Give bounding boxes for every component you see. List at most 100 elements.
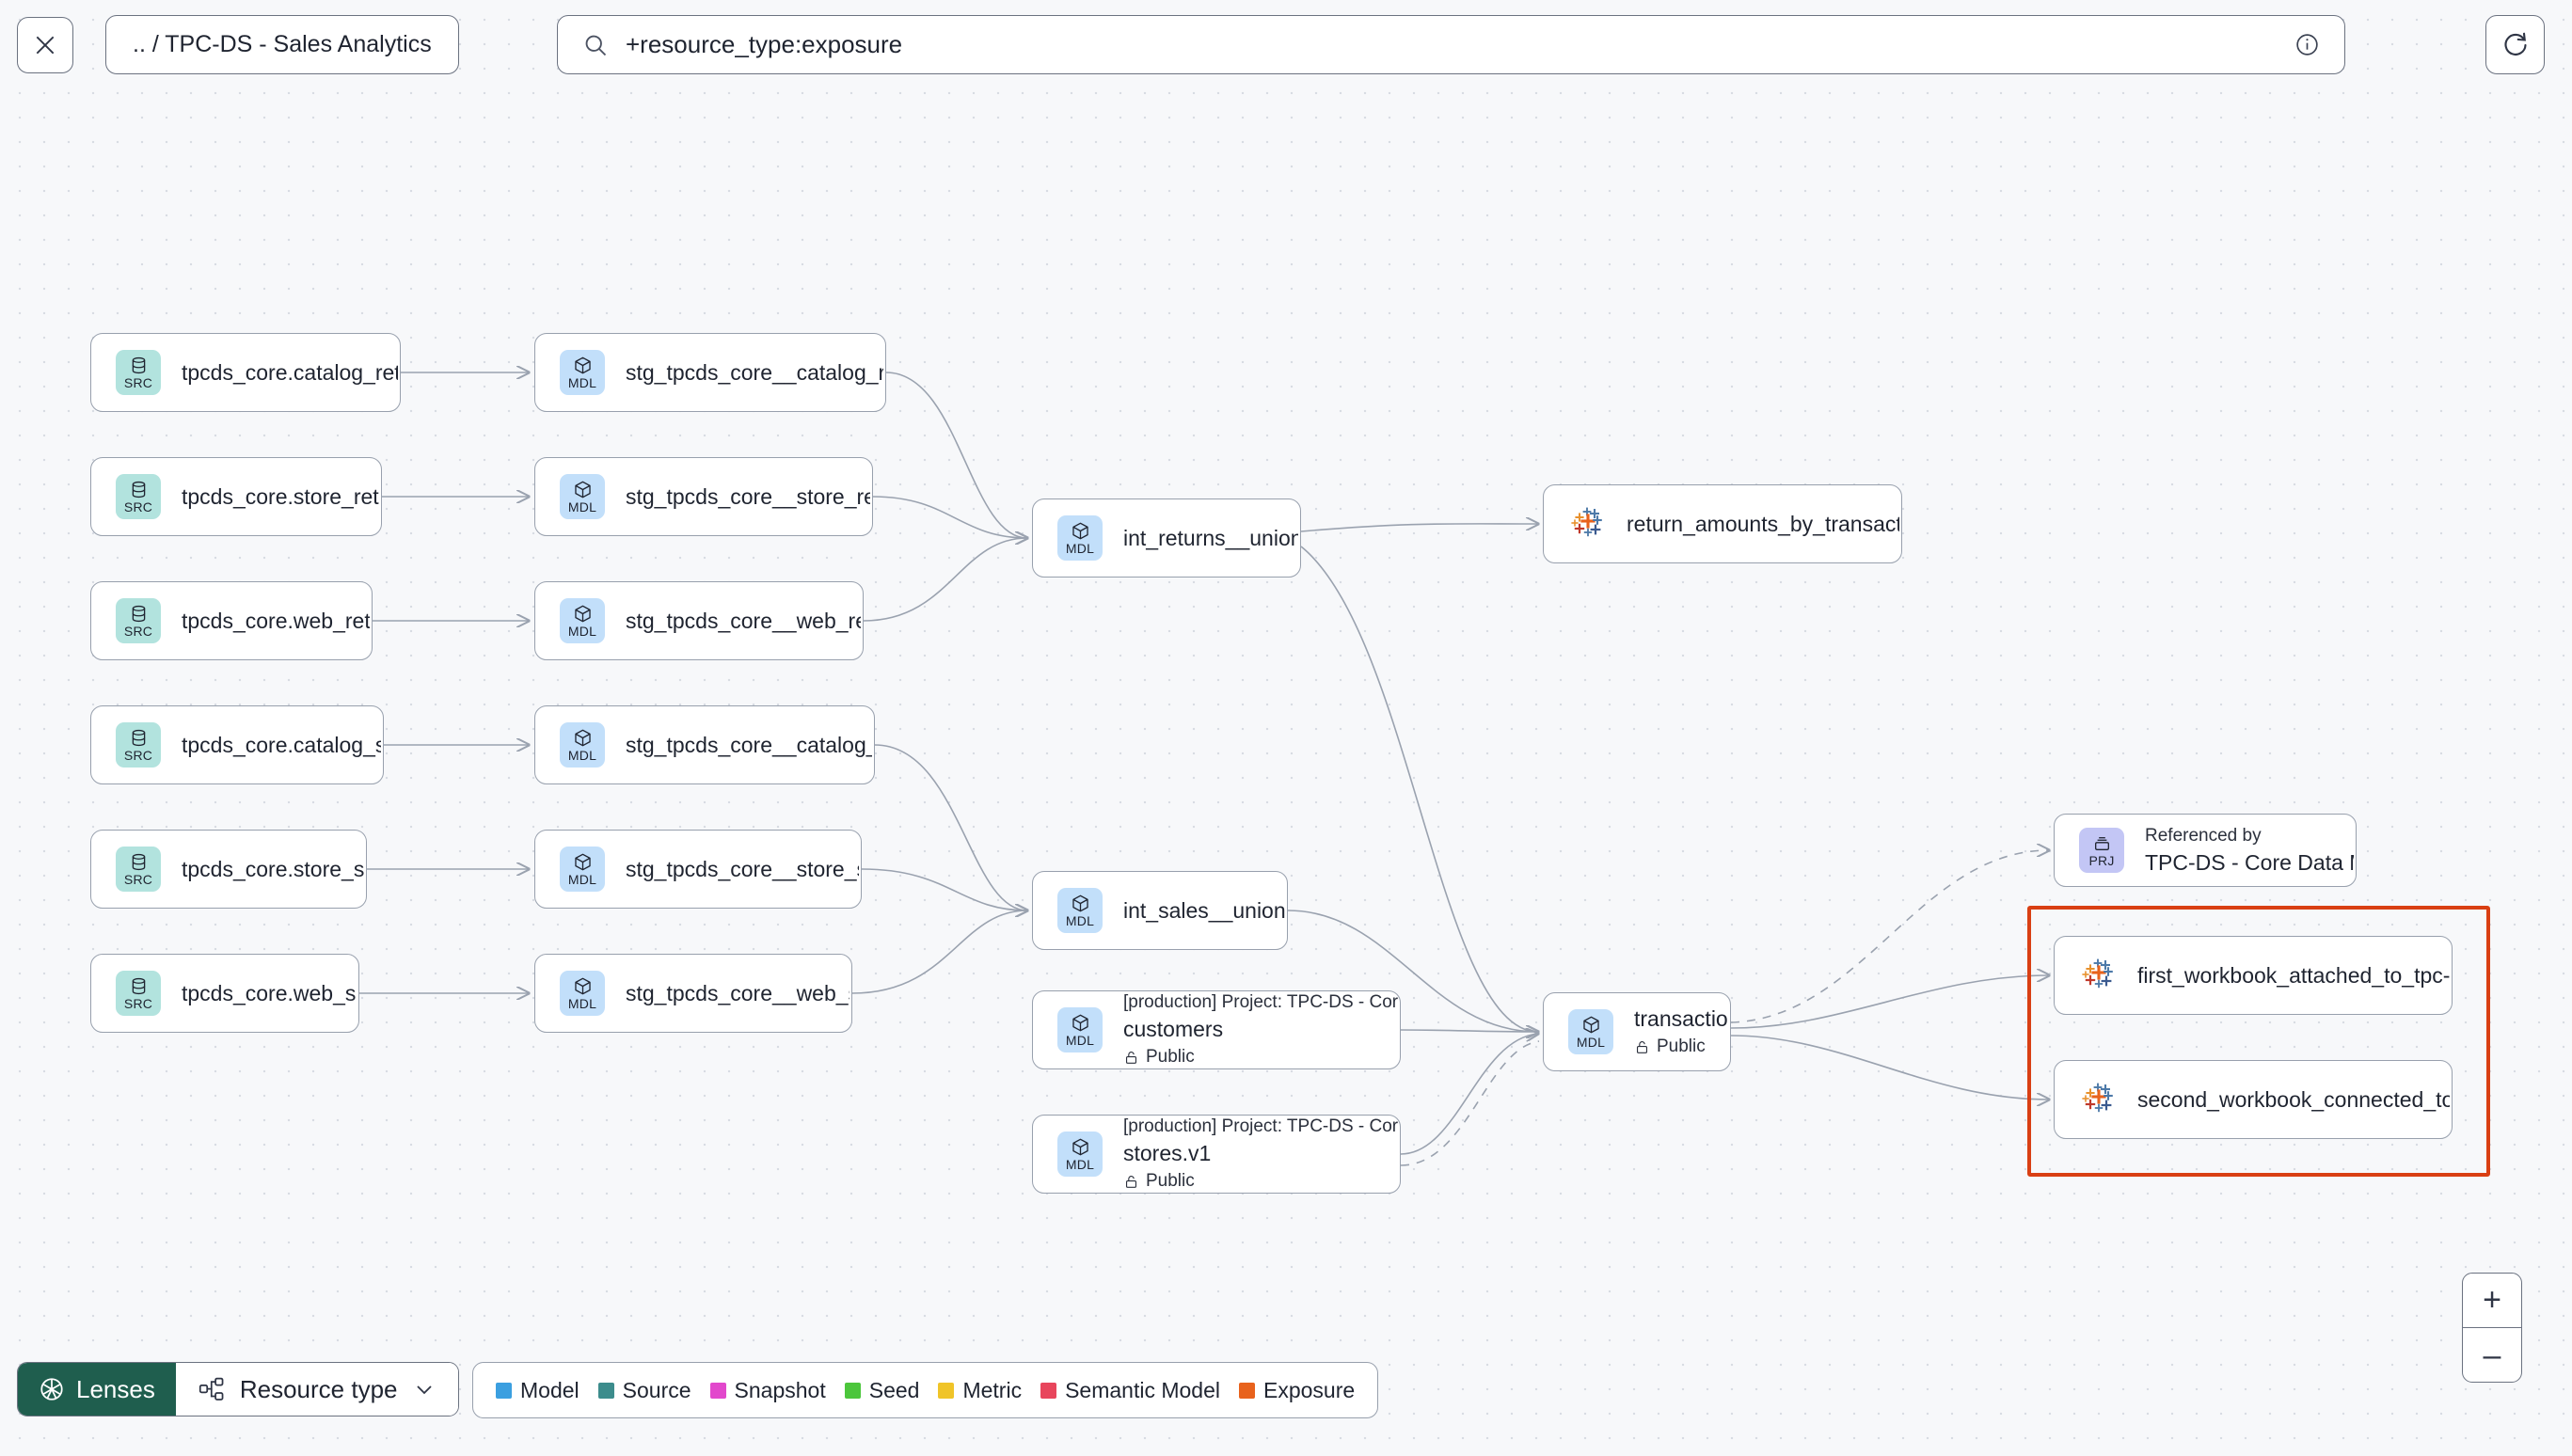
lineage-canvas[interactable]: SRC tpcds_core.catalog_returns SRC tpcds_c… — [0, 108, 2572, 1456]
node-body: stg_tpcds_core__web_returns — [626, 609, 861, 634]
node-title: stores.v1 — [1123, 1141, 1212, 1165]
graph-node-customers[interactable]: MDL[production] Project: TPC-DS - Core D… — [1032, 990, 1401, 1069]
legend-item-source[interactable]: Source — [597, 1378, 691, 1403]
lock-icon — [1123, 1174, 1139, 1190]
search-input[interactable]: +resource_type:exposure — [626, 30, 903, 58]
legend-label: Model — [520, 1377, 579, 1402]
node-visibility-label: Public — [1146, 1171, 1195, 1191]
chevron-down-icon — [413, 1378, 436, 1401]
graph-node-src-catalog-returns[interactable]: SRC tpcds_core.catalog_returns — [90, 333, 401, 412]
node-title: tpcds_core.store_returns — [182, 483, 379, 509]
node-body: tpcds_core.catalog_sales — [182, 733, 381, 758]
node-body: tpcds_core.store_returns — [182, 484, 379, 510]
legend-item-seed[interactable]: Seed — [844, 1377, 920, 1403]
node-title: tpcds_core.web_sales — [182, 980, 357, 1005]
node-type-badge-label: SRC — [123, 499, 153, 514]
node-type-badge-label: SRC — [123, 996, 153, 1011]
node-type-badge-src: SRC — [116, 474, 161, 519]
node-subtitle: Referenced by — [2145, 825, 2262, 846]
node-type-badge-src: SRC — [116, 722, 161, 768]
node-type-badge-label: PRJ — [2088, 853, 2115, 868]
database-icon — [129, 976, 149, 996]
graph-node-src-store-returns[interactable]: SRC tpcds_core.store_returns — [90, 457, 382, 536]
legend-item-exposure[interactable]: Exposure — [1239, 1378, 1355, 1403]
node-title: first_workbook_attached_to_tpc-ds_-_… — [2137, 962, 2450, 988]
node-type-badge-label: MDL — [567, 996, 597, 1011]
database-icon — [129, 604, 149, 624]
cube-icon — [573, 852, 593, 872]
graph-node-transactions[interactable]: MDLtransactions Public — [1543, 992, 1731, 1071]
node-body: stg_tpcds_core__catalog_sales — [626, 733, 872, 758]
legend-label: Seed — [868, 1377, 920, 1402]
graph-node-first-workbook[interactable]: first_workbook_attached_to_tpc-ds_-_… — [2054, 936, 2453, 1015]
lock-icon — [1634, 1039, 1650, 1055]
zoom-in-button[interactable]: + — [2463, 1274, 2521, 1328]
node-title: return_amounts_by_transaction_type — [1627, 511, 1899, 536]
node-type-badge-src: SRC — [116, 350, 161, 395]
legend-item-metric[interactable]: Metric — [938, 1378, 1022, 1403]
graph-node-stg-catalog-returns[interactable]: MDL stg_tpcds_core__catalog_returns — [534, 333, 886, 412]
legend-swatch — [496, 1382, 512, 1399]
refresh-button[interactable] — [2485, 15, 2545, 74]
resource-type-button[interactable]: Resource type — [175, 1363, 458, 1416]
node-type-badge-label: MDL — [567, 375, 597, 390]
bottom-toolbar: Lenses Resource type — [0, 1345, 2572, 1456]
graph-node-second-workbook[interactable]: second_workbook_connected_to_live… — [2054, 1060, 2453, 1139]
node-body: stg_tpcds_core__catalog_returns — [626, 360, 883, 386]
legend-swatch — [1239, 1382, 1255, 1399]
graph-node-src-store-sales[interactable]: SRC tpcds_core.store_sales — [90, 830, 367, 909]
graph-node-stg-web-returns[interactable]: MDL stg_tpcds_core__web_returns — [534, 581, 864, 660]
node-title: tpcds_core.catalog_returns — [182, 359, 398, 385]
node-title: tpcds_core.store_sales — [182, 856, 364, 881]
node-title: customers — [1123, 1017, 1224, 1041]
search-bar[interactable]: +resource_type:exposure — [557, 15, 2345, 74]
node-body: [production] Project: TPC-DS - Core Data… — [1123, 1116, 1398, 1192]
node-type-badge-mdl: MDL — [1568, 1009, 1613, 1054]
legend-item-snapshot[interactable]: Snapshot — [709, 1378, 826, 1403]
close-button[interactable] — [17, 17, 73, 73]
node-title: stg_tpcds_core__web_returns — [626, 608, 861, 633]
legend-item-model[interactable]: Model — [496, 1378, 579, 1403]
lenses-button[interactable]: Lenses — [18, 1363, 176, 1416]
zoom-out-button[interactable]: – — [2483, 1337, 2501, 1373]
hierarchy-icon — [198, 1376, 225, 1402]
node-title: int_returns__unioned — [1123, 525, 1298, 550]
zoom-controls[interactable]: + – — [2462, 1273, 2522, 1383]
legend-label: Semantic Model — [1065, 1377, 1220, 1402]
cube-icon — [1581, 1015, 1601, 1035]
node-body: int_sales__unioned — [1123, 898, 1285, 924]
graph-node-src-catalog-sales[interactable]: SRC tpcds_core.catalog_sales — [90, 705, 384, 784]
node-body: tpcds_core.web_returns — [182, 609, 370, 634]
close-icon — [36, 36, 55, 55]
node-type-badge-label: MDL — [567, 624, 597, 639]
node-type-badge-prj: PRJ — [2079, 828, 2124, 873]
node-visibility-meta: Public — [1123, 1171, 1398, 1192]
graph-node-return-amounts[interactable]: return_amounts_by_transaction_type — [1543, 484, 1902, 563]
database-icon — [129, 852, 149, 872]
node-type-badge-src: SRC — [116, 847, 161, 892]
node-type-badge-mdl: MDL — [1057, 1007, 1103, 1052]
node-type-badge-mdl: MDL — [560, 847, 605, 892]
info-icon[interactable] — [2294, 32, 2320, 57]
node-type-badge-mdl: MDL — [560, 474, 605, 519]
legend-item-semantic-model[interactable]: Semantic Model — [1040, 1378, 1220, 1403]
cube-icon — [573, 480, 593, 499]
node-type-badge-label: MDL — [1576, 1035, 1606, 1050]
graph-node-stores-v1[interactable]: MDL[production] Project: TPC-DS - Core D… — [1032, 1115, 1401, 1194]
node-body: first_workbook_attached_to_tpc-ds_-_… — [2137, 963, 2450, 989]
node-visibility-label: Public — [1146, 1047, 1195, 1067]
node-type-badge-label: SRC — [123, 624, 153, 639]
node-type-badge-label: SRC — [123, 375, 153, 390]
graph-node-src-web-returns[interactable]: SRC tpcds_core.web_returns — [90, 581, 373, 660]
graph-node-src-web-sales[interactable]: SRC tpcds_core.web_sales — [90, 954, 359, 1033]
breadcrumb[interactable]: .. / TPC-DS - Sales Analytics — [105, 15, 459, 74]
lock-icon — [1123, 1050, 1139, 1066]
